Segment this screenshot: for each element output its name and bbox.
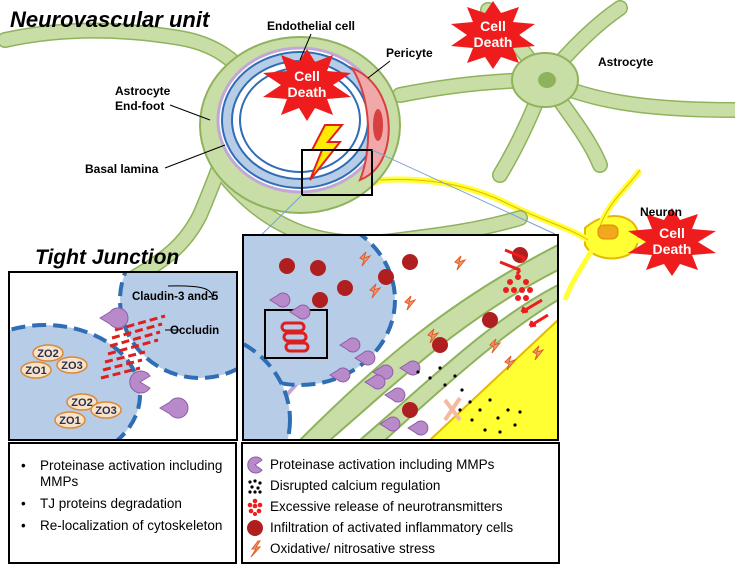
bullet: • <box>21 518 26 533</box>
inflammatory-cell-icon <box>247 520 263 536</box>
cell-damage-cross <box>443 396 462 422</box>
legend-list: Proteinase activation including MMPs Dis… <box>243 454 558 559</box>
zoomed-panel <box>242 234 559 441</box>
zo3-label: ZO3 <box>95 405 116 417</box>
legend-label: Oxidative/ nitrosative stress <box>270 541 436 556</box>
zo2-label: ZO2 <box>71 397 92 409</box>
diagram-title: Neurovascular unit <box>10 7 211 32</box>
occludin-label: Occludin <box>170 325 219 337</box>
astrocyte-label: Astrocyte <box>598 55 654 69</box>
legend-item: Proteinase activation including MMPs <box>243 454 558 475</box>
cell-death-label-1: Cell <box>659 225 685 241</box>
zo3-label: ZO3 <box>61 360 82 372</box>
legend-item: Infiltration of activated inflammatory c… <box>243 517 558 538</box>
zo-proteins <box>20 344 122 429</box>
legend-item: Oxidative/ nitrosative stress <box>243 538 558 559</box>
cell-death-label-2: Death <box>474 34 513 50</box>
legend-box: Proteinase activation including MMPs Dis… <box>241 442 560 564</box>
legend-label: Disrupted calcium regulation <box>270 478 441 493</box>
cell-death-burst: Cell Death <box>628 208 716 276</box>
bullet: • <box>21 496 26 511</box>
astrocyte-nucleus <box>538 72 556 88</box>
tight-junction-title: Tight Junction <box>35 246 179 269</box>
pacman-icon <box>247 456 263 474</box>
neurotransmitter-cluster-icon <box>247 498 263 516</box>
cell-death-label-1: Cell <box>294 68 320 84</box>
calcium-dots <box>416 366 522 434</box>
legend-label: Excessive release of neurotransmitters <box>270 499 503 514</box>
cell-death-label-2: Death <box>653 241 692 257</box>
zo2-label: ZO2 <box>37 348 58 360</box>
legend-label: Proteinase activation including MMPs <box>270 457 495 472</box>
calcium-dots-icon <box>248 479 262 494</box>
tj-effect-text: Proteinase activation including MMPs <box>40 458 223 489</box>
cell-death-label-2: Death <box>288 84 327 100</box>
basal-lamina-label: Basal lamina <box>85 162 159 176</box>
inflammatory-cells <box>279 247 528 418</box>
tight-junction-inset: ZO2 ZO3 ZO1 ZO2 ZO3 ZO1 Claudin-3 and-5 … <box>8 271 238 441</box>
tight-junction-icon <box>280 321 310 353</box>
zoom-line-right <box>371 149 556 235</box>
pericyte-label: Pericyte <box>386 46 433 60</box>
zo1-label: ZO1 <box>25 365 46 377</box>
tj-effects-box: • Proteinase activation including MMPs • T… <box>8 442 237 564</box>
claudin-label: Claudin-3 and-5 <box>132 291 219 303</box>
tj-effect-text: Re-localization of cytoskeleton <box>40 518 223 533</box>
tj-effect-item: • TJ proteins degradation <box>10 496 235 512</box>
tj-effect-text: TJ proteins degradation <box>40 496 182 511</box>
legend-item: Disrupted calcium regulation <box>243 475 558 496</box>
astrocyte-endfoot-label: Astrocyte <box>115 84 171 98</box>
neurotransmitter-release <box>499 248 549 328</box>
bullet: • <box>21 458 26 473</box>
tj-effect-item: • Re-localization of cytoskeleton <box>10 518 235 534</box>
endothelial-cell-label: Endothelial cell <box>267 19 355 33</box>
cell-death-label-1: Cell <box>480 18 506 34</box>
cell-death-burst: Cell Death <box>263 49 351 121</box>
neuron-nucleus <box>597 224 619 240</box>
tj-effects-list: • Proteinase activation including MMPs • T… <box>10 458 235 534</box>
cell-death-burst: Cell Death <box>451 1 535 69</box>
legend-label: Infiltration of activated inflammatory c… <box>270 520 514 535</box>
zo1-label: ZO1 <box>59 415 80 427</box>
legend-item: Excessive release of neurotransmitters <box>243 496 558 517</box>
mmp-pacman-icon <box>99 307 189 419</box>
neuron-label: Neuron <box>640 205 682 219</box>
lightning-stress-icon <box>250 540 262 558</box>
endfoot-label: End-foot <box>115 99 164 113</box>
tj-effect-item: • Proteinase activation including MMPs <box>10 458 235 490</box>
oxidative-stress-bolts <box>359 251 545 371</box>
mmp-pacmen <box>269 292 429 436</box>
